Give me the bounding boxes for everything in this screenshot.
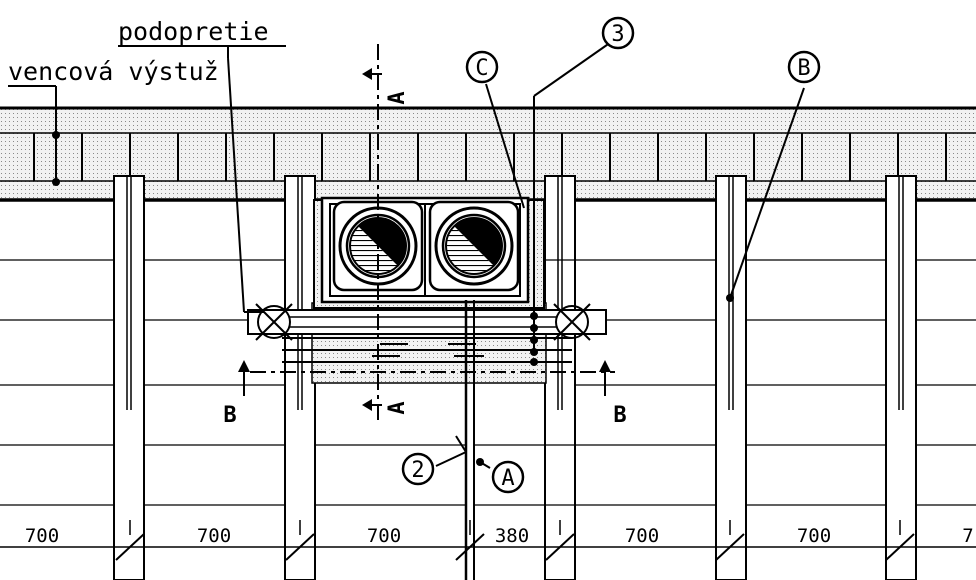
marker-3-label: 3 xyxy=(611,22,624,47)
marker-3: 3 xyxy=(601,16,635,50)
joist xyxy=(284,175,316,580)
marker-a: A xyxy=(491,460,525,494)
support-label: podopretie xyxy=(118,17,269,46)
marker-2: 2 xyxy=(401,452,435,486)
dimension-tick xyxy=(885,533,915,561)
dimension-2: 700 xyxy=(197,525,231,547)
section-line-a xyxy=(362,44,382,425)
joist xyxy=(113,175,145,580)
marker-2-label: 2 xyxy=(411,458,424,483)
section-a-bottom-label: A xyxy=(385,401,410,414)
joist xyxy=(544,175,576,580)
ring-reinforcement-label: vencová výstuž xyxy=(8,57,219,86)
dimension-4: 380 xyxy=(495,525,529,547)
dimension-tick xyxy=(285,533,315,561)
dimension-1: 700 xyxy=(25,525,59,547)
floor-infill-lines xyxy=(0,259,976,506)
dimension-tick xyxy=(545,533,575,561)
section-a-top-label: A xyxy=(385,91,410,104)
wall-band xyxy=(0,106,976,202)
marker-b: B xyxy=(787,50,821,84)
joist xyxy=(715,175,747,580)
section-b-left-label: B xyxy=(223,403,236,428)
marker-b-label: B xyxy=(797,56,810,81)
marker-c-label: C xyxy=(475,56,488,81)
dimension-tick xyxy=(455,533,485,561)
leader-lines xyxy=(8,39,805,469)
section-b-right-label: B xyxy=(613,403,626,428)
central-reinforcement-bar xyxy=(464,300,475,580)
wall-block-joints xyxy=(33,133,947,181)
trimmer-reinforcement xyxy=(247,303,607,366)
marker-a-label: A xyxy=(501,466,514,491)
dimension-ticks xyxy=(115,520,915,561)
marker-c: C xyxy=(465,50,499,84)
dimension-tick xyxy=(715,533,745,561)
section-line-b xyxy=(238,360,615,396)
dimension-3: 700 xyxy=(367,525,401,547)
dimension-5: 700 xyxy=(625,525,659,547)
dimension-6: 700 xyxy=(797,525,831,547)
dimension-7: 7 xyxy=(962,525,973,547)
flue-right xyxy=(428,200,520,292)
joist xyxy=(885,175,917,580)
floor-joists xyxy=(113,175,917,580)
dimension-tick xyxy=(115,533,145,561)
